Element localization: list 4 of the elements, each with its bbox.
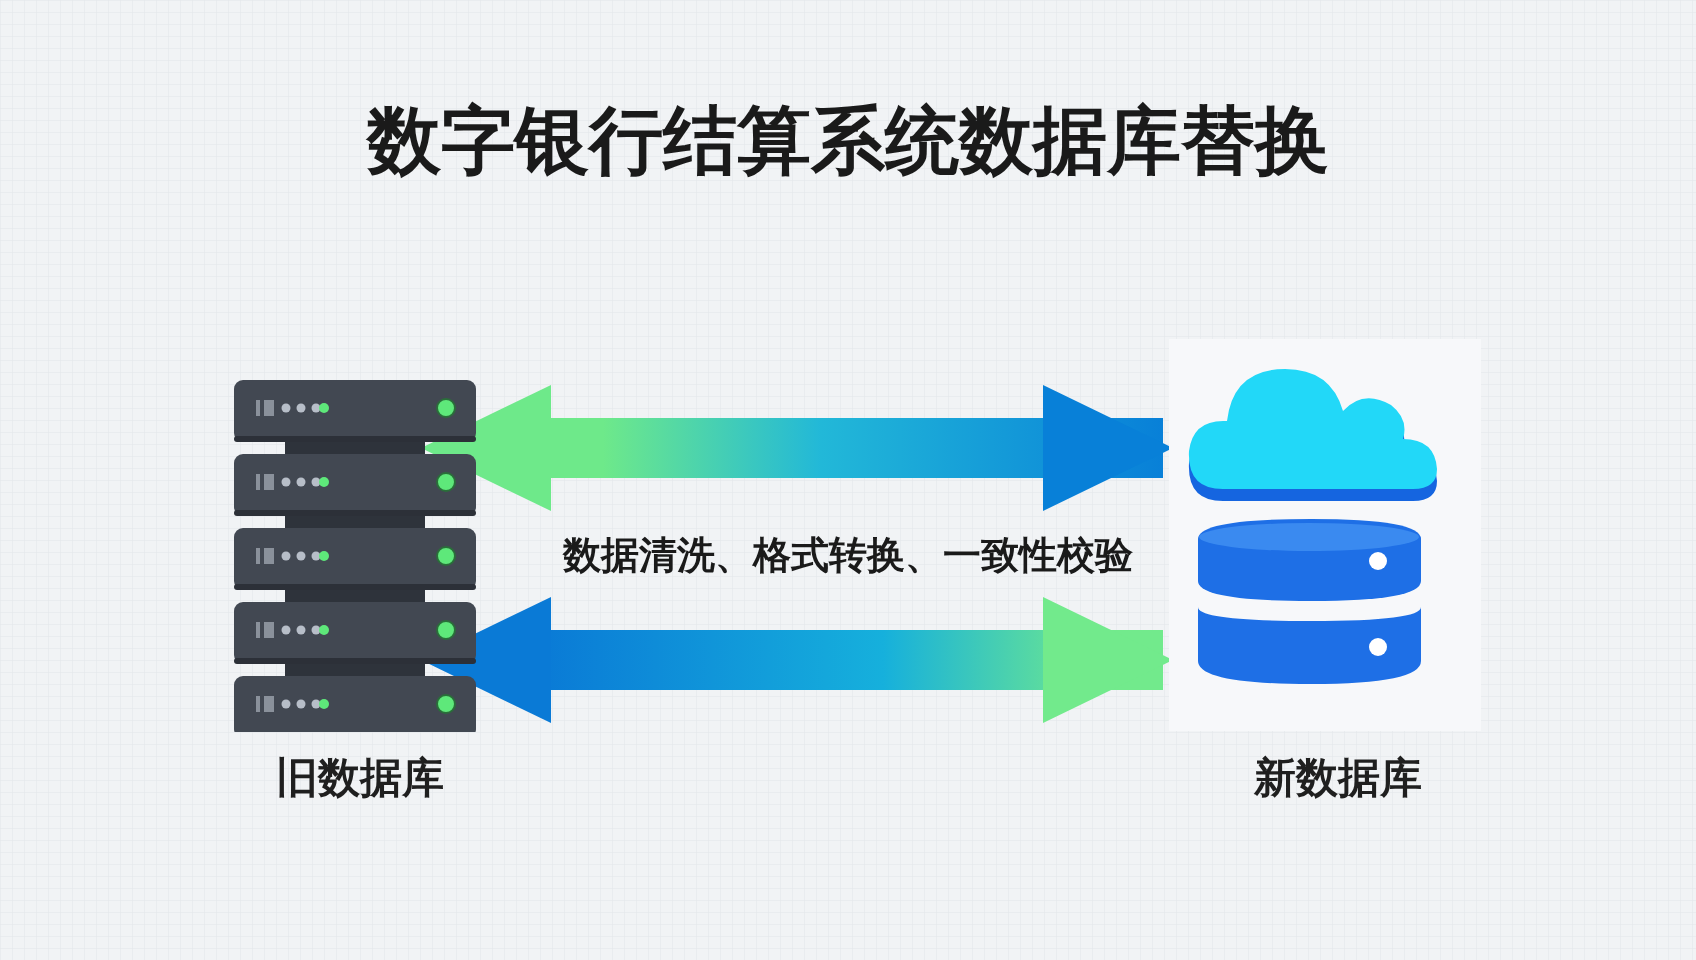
process-note: 数据清洗、格式转换、一致性校验 [561, 532, 1134, 579]
title: 数字银行结算系统数据库替换 [365, 96, 1330, 185]
node-label: 新数据库 [1254, 752, 1422, 804]
node-label: 旧数据库 [276, 752, 444, 804]
